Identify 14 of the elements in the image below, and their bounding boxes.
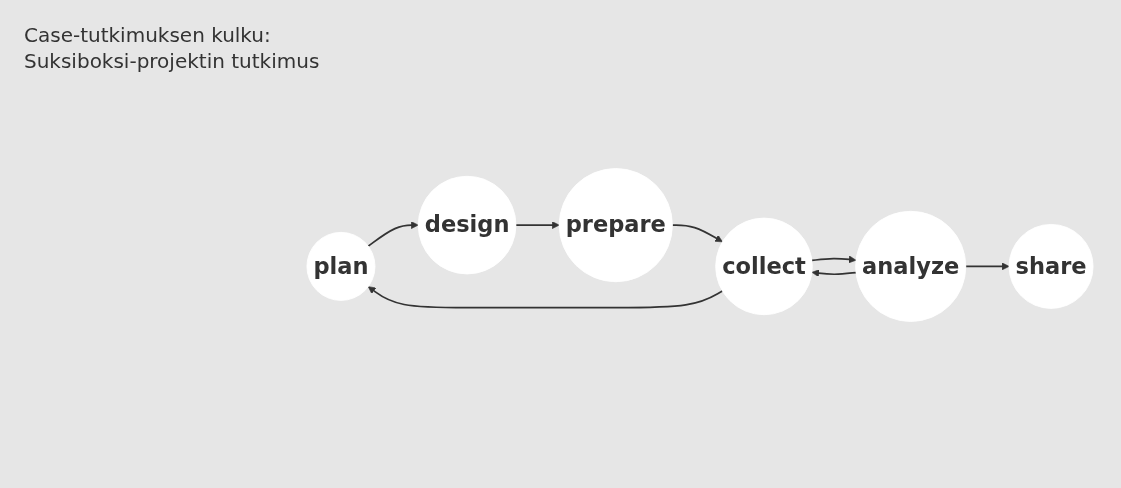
node-circle: prepare [558,168,673,283]
diagram-title: Case-tutkimuksen kulku: Suksiboksi-projektin tutkimus [24,22,321,74]
arrow [811,269,857,277]
arrow [367,221,419,247]
arrow [515,221,560,229]
arrow [671,224,723,243]
arrow [367,286,724,309]
node-circle: plan [306,231,376,301]
node-circle: collect [715,217,813,316]
node-circle: design [417,175,517,275]
arrow [964,262,1010,271]
arrow [811,255,857,264]
node-circle: share [1008,223,1094,309]
node-circle: analyze [855,210,967,322]
